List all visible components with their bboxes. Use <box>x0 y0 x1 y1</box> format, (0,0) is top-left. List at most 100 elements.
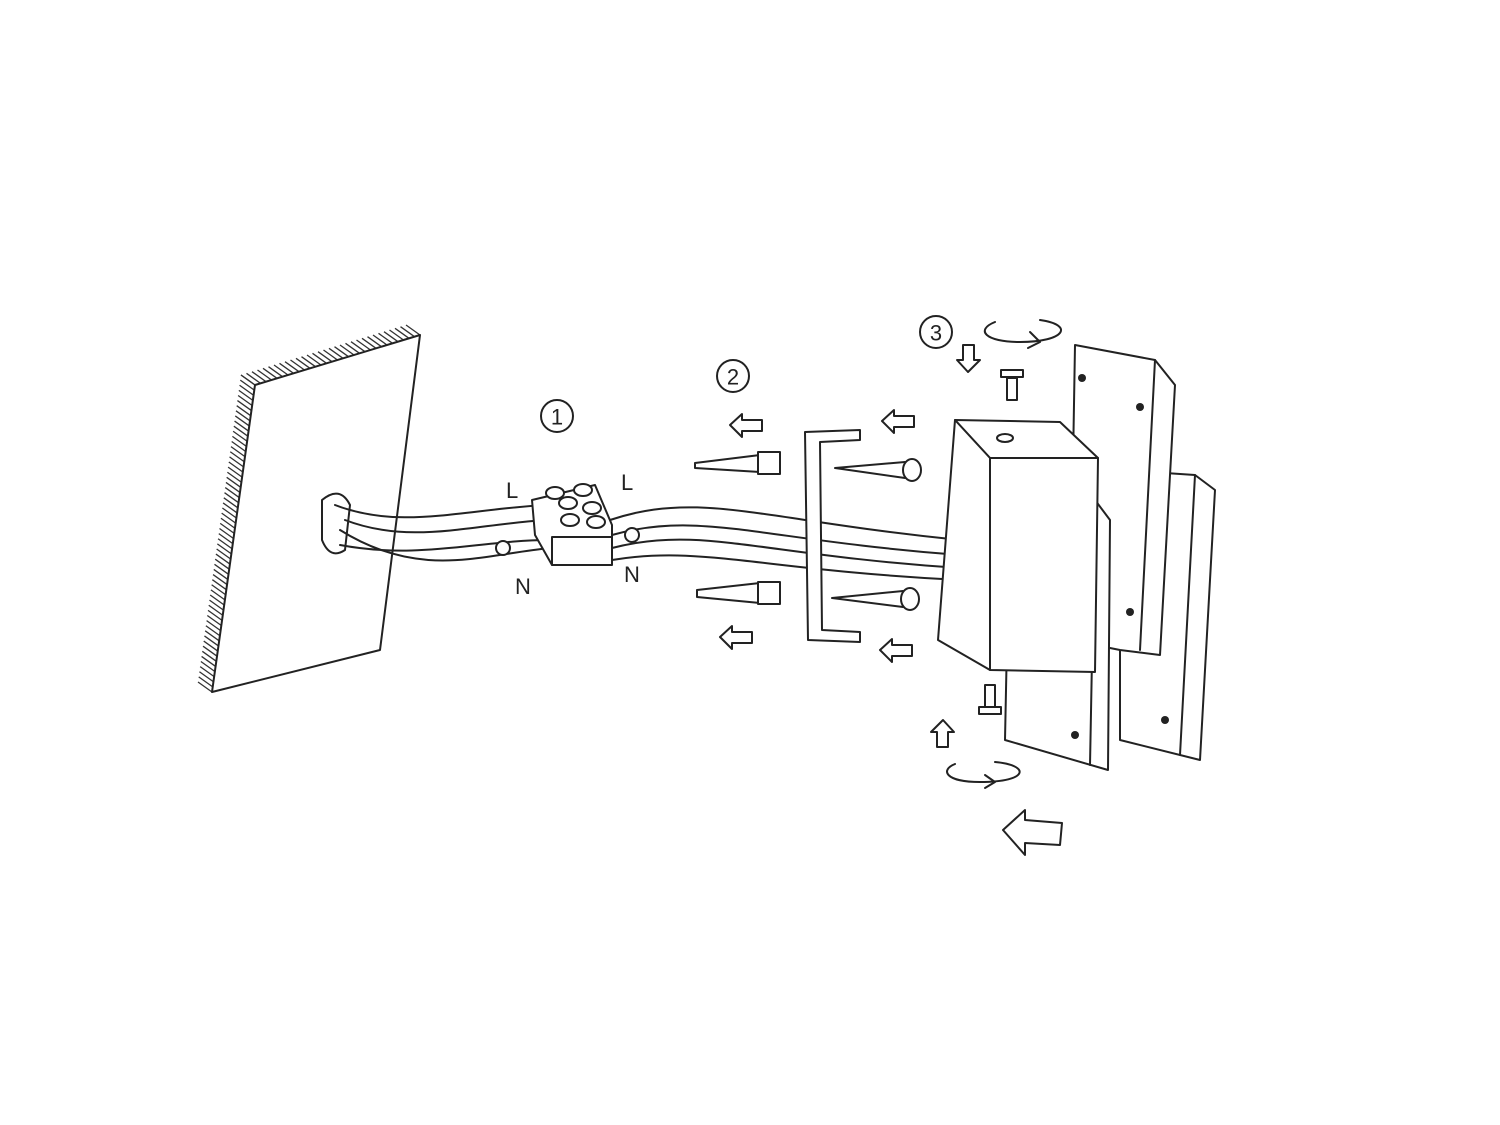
rotate-icon-bottom <box>946 761 1021 789</box>
wall-hatch-line <box>200 661 216 673</box>
step-3-label: 3 <box>930 321 942 346</box>
neutral-label-left: N <box>515 574 531 599</box>
wall-hatch-line <box>317 351 333 363</box>
wall-hatch-line <box>221 507 237 519</box>
wall-hatch-line <box>211 584 226 596</box>
wall-hatch-line <box>209 594 225 606</box>
wall-hatch-line <box>216 548 232 560</box>
wall-hatch-line <box>239 384 254 396</box>
wall-hatch-line <box>238 389 254 401</box>
neutral-label-right: N <box>624 562 640 587</box>
step-2-marker: 2 <box>716 359 750 393</box>
wall-hatch-line <box>233 425 249 437</box>
screw-bottom <box>831 587 920 611</box>
wall-hatch-line <box>198 676 214 688</box>
rotate-icon-top <box>983 319 1062 349</box>
wall-hatch-line <box>220 517 236 529</box>
wall-hatch-line <box>334 346 349 358</box>
small-screw-bottom <box>978 684 1002 715</box>
wall-hatch-line <box>234 420 249 432</box>
wall-hatch-line <box>306 354 322 366</box>
wall-hatch-line <box>237 394 253 406</box>
wall-hatch-line <box>212 574 228 586</box>
wall-hatch-line <box>208 604 224 616</box>
wall-hatch-line <box>240 374 256 386</box>
wall-hatch-line <box>394 327 410 339</box>
wall-hatch-line <box>226 476 242 488</box>
wall-hatch-line <box>214 558 230 570</box>
arrow-down-icon <box>956 344 981 373</box>
wall-hatch-line <box>197 681 213 693</box>
wall-hatch-line <box>229 456 244 468</box>
cable <box>321 492 961 581</box>
mounting-bracket <box>804 429 861 643</box>
wall-hatch-line <box>218 533 234 545</box>
wall-hatch-line <box>361 337 377 349</box>
wall-hatch-line <box>199 666 215 678</box>
step-1-marker: 1 <box>540 399 574 433</box>
wall-hatch-line <box>202 645 218 657</box>
wall-hatch-line <box>229 451 245 463</box>
wall-hatch-line <box>201 655 216 667</box>
wall-hatch-line <box>232 430 248 442</box>
step-3-marker: 3 <box>919 315 953 349</box>
arrow-up-icon <box>930 719 955 748</box>
step-2-label: 2 <box>727 365 739 390</box>
wall-hatch-line <box>328 347 344 359</box>
wall-hatch-line <box>383 331 399 343</box>
wall-hatch-line <box>225 481 241 493</box>
wall-hatch-line <box>405 324 421 336</box>
wall-hatch-line <box>224 492 239 504</box>
junction-box <box>937 419 1099 673</box>
step-1-label: 1 <box>551 405 563 430</box>
wall-hatch-line <box>262 367 278 379</box>
arrow-left-icon <box>719 409 1063 856</box>
wall-hatch-line <box>224 487 240 499</box>
wall-hatch-line <box>203 640 219 652</box>
wall-hatch-line <box>219 527 234 540</box>
wall-hatch-line <box>199 671 214 683</box>
wall-hatch-line <box>378 332 393 344</box>
wall-hatch-line <box>217 538 233 550</box>
live-label-right: L <box>621 470 633 495</box>
wall-hatch-line <box>257 369 272 381</box>
wall-hatch-line <box>206 620 221 632</box>
wall-hatch-line <box>323 349 338 361</box>
wall-hatch-line <box>227 466 243 478</box>
wall-hatch-line <box>290 359 305 371</box>
wall-hatch-line <box>279 362 294 374</box>
wall-hatch-line <box>356 339 371 351</box>
wall-hatch-line <box>239 379 255 391</box>
wall-hatch-line <box>268 366 283 378</box>
wall <box>197 324 421 693</box>
wall-hatch-line <box>231 440 247 453</box>
wall-hatch-line <box>211 579 227 591</box>
wall-hatch-line <box>210 589 226 601</box>
wall-hatch-line <box>206 614 222 627</box>
wall-hatch-line <box>312 352 327 364</box>
wall-hatch-line <box>236 405 252 417</box>
wall-hatch-line <box>222 502 238 514</box>
live-label-left: L <box>506 478 518 503</box>
wall-hatch-line <box>246 372 261 384</box>
wall-hatch-line <box>284 361 300 373</box>
wall-hatch-line <box>232 435 247 447</box>
wall-hatch-line <box>228 461 244 473</box>
wall-hatch-line <box>400 326 415 338</box>
wall-hatch-line <box>227 471 242 483</box>
terminal-block <box>531 483 613 566</box>
ground-screw-right <box>624 527 640 543</box>
wall-hatch-line <box>237 400 252 412</box>
wall-hatch-line <box>295 357 311 369</box>
wall-hatch-line <box>223 497 239 509</box>
wall-hatch-line <box>204 635 219 647</box>
wall-hatch-line <box>345 342 360 354</box>
wall-anchor-bottom <box>696 581 781 605</box>
wall-hatch-line <box>207 609 223 621</box>
wall-hatch-line <box>234 415 250 427</box>
wall-hatch-line <box>219 522 235 534</box>
wall-hatch-line <box>251 371 267 383</box>
wall-hatch-line <box>205 625 221 637</box>
wall-hatch-line <box>273 364 289 376</box>
